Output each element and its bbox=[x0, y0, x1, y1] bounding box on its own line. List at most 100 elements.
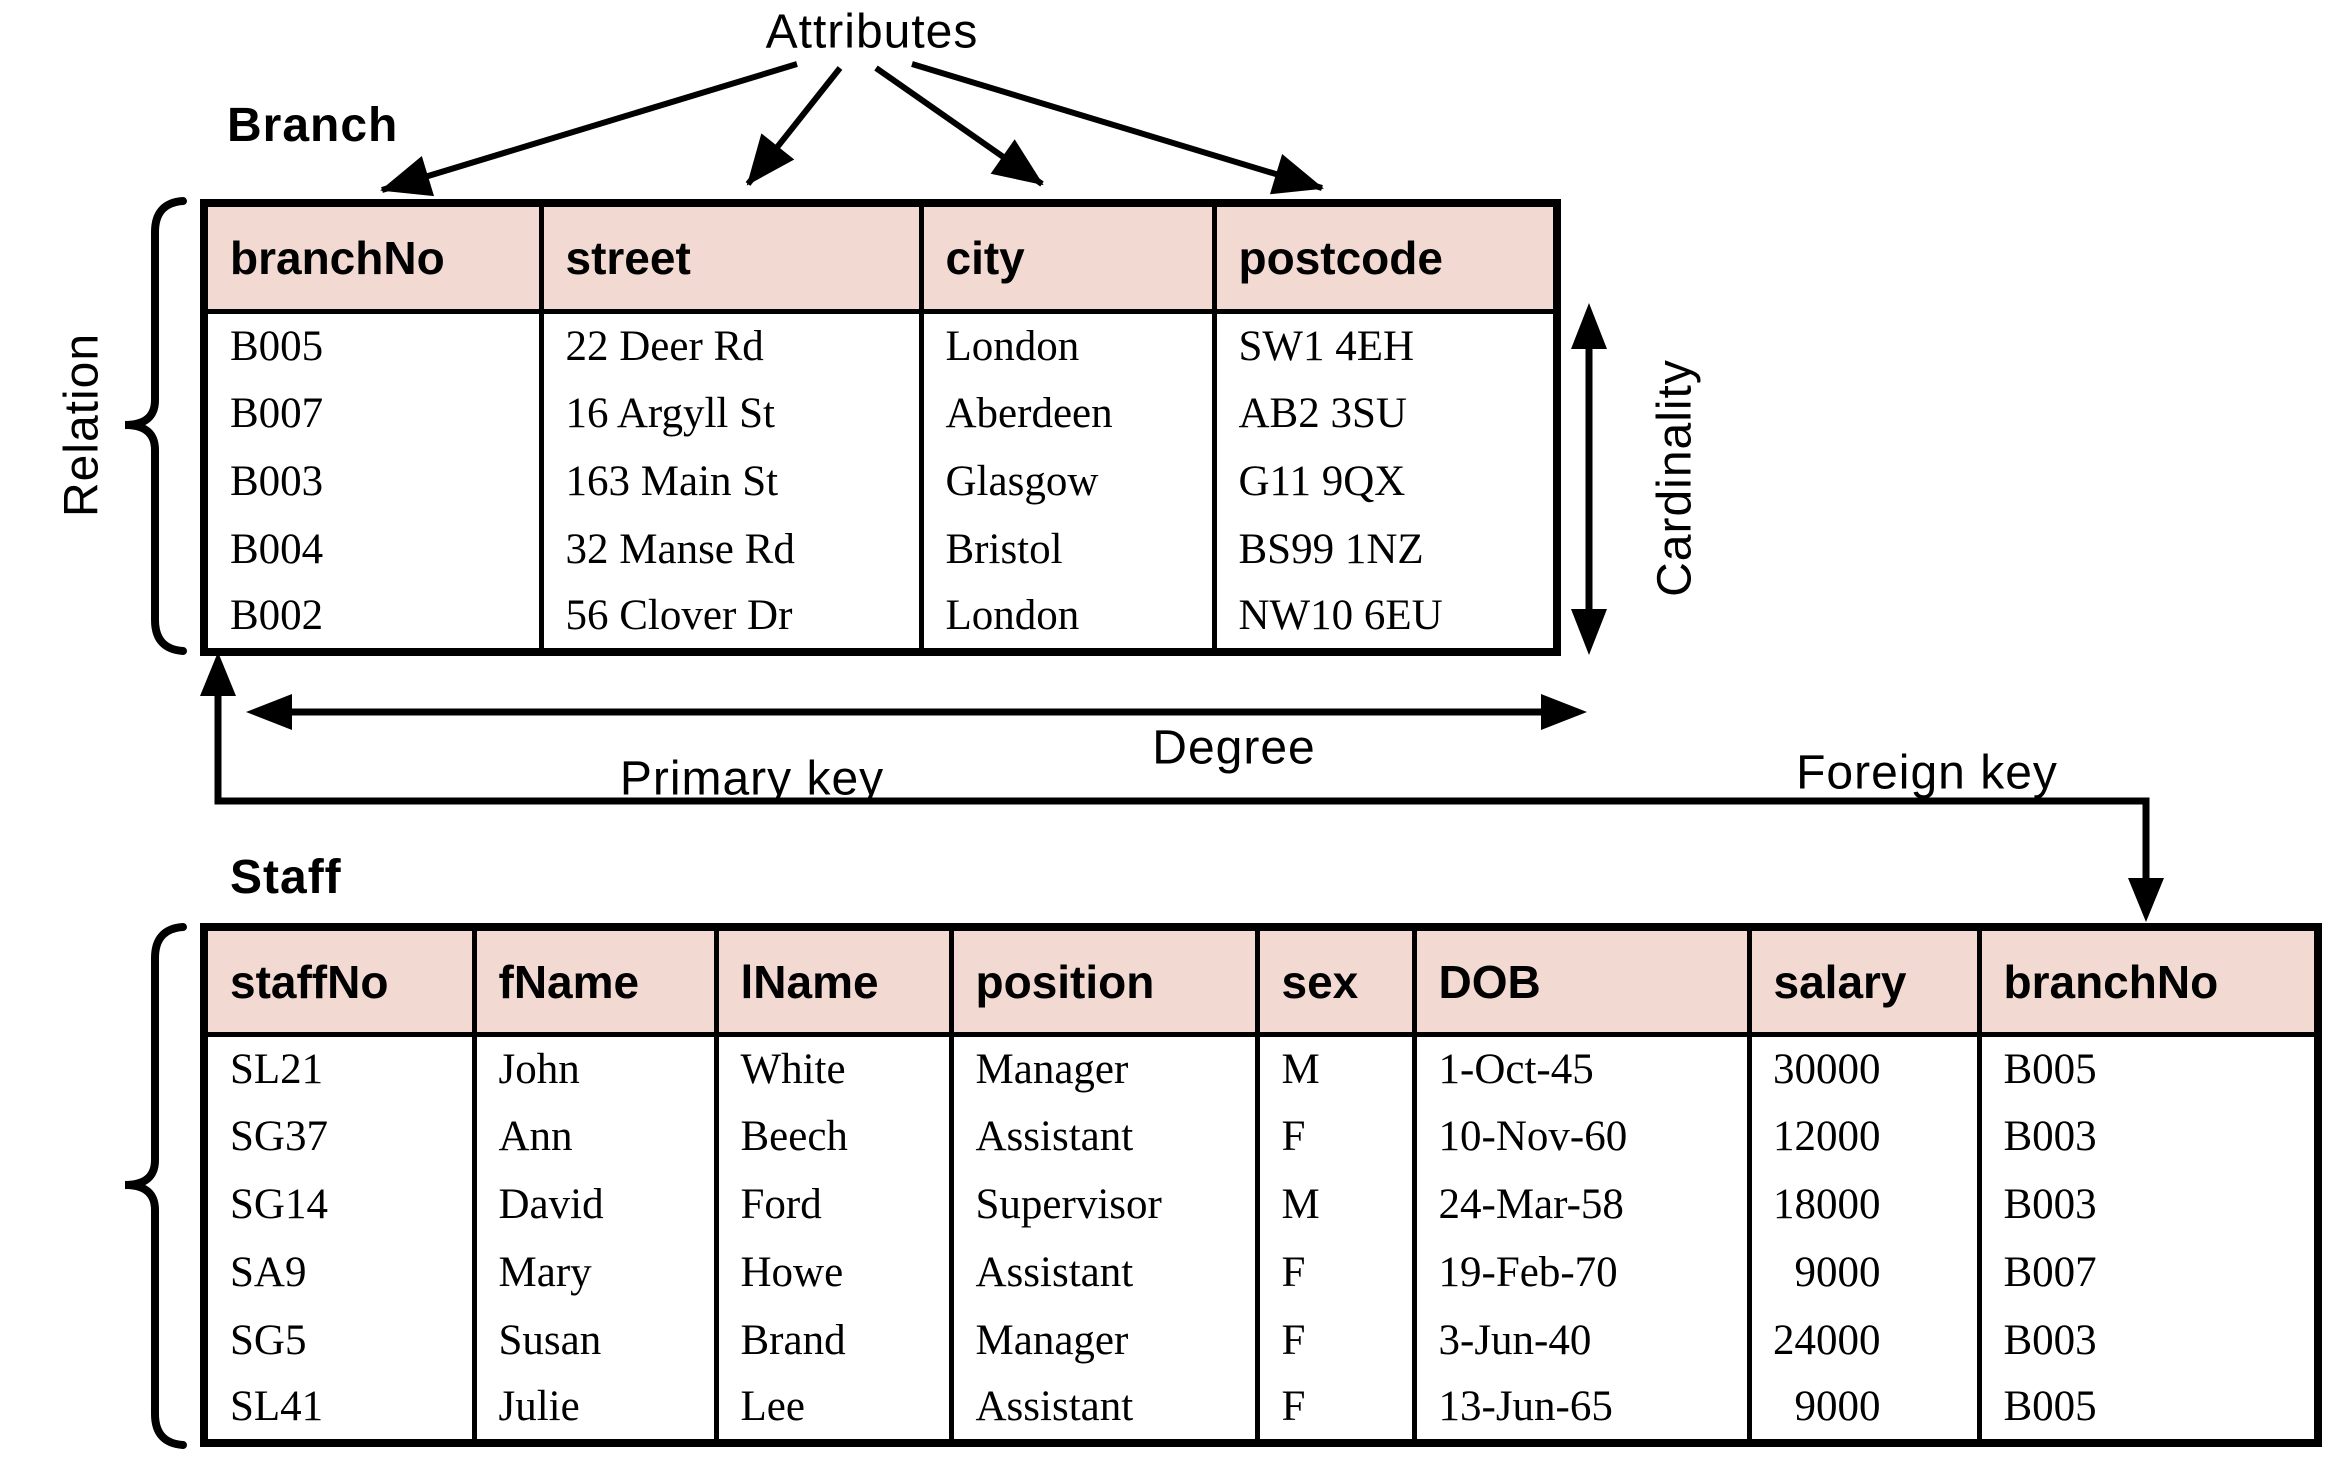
table-cell: 163 Main St bbox=[538, 447, 924, 516]
table-cell: B007 bbox=[1976, 1238, 2321, 1307]
attributes-arrow-city bbox=[874, 65, 1044, 187]
table-cell: SA9 bbox=[201, 1238, 477, 1307]
table-cell: Aberdeen bbox=[918, 379, 1217, 448]
table-cell: B005 bbox=[201, 311, 544, 380]
column-header-branchNo: branchNo bbox=[201, 200, 544, 314]
table-cell: SL41 bbox=[201, 1374, 477, 1443]
table-cell: Howe bbox=[713, 1238, 954, 1307]
table-cell: London bbox=[918, 583, 1217, 652]
attributes-arrow-street bbox=[745, 66, 843, 186]
table-cell: Susan bbox=[471, 1306, 719, 1375]
table-cell: AB2 3SU bbox=[1211, 379, 1560, 448]
table-cell: 9000 bbox=[1746, 1374, 1982, 1443]
table-cell: 18000 bbox=[1746, 1170, 1982, 1239]
primary-key-label: Primary key bbox=[619, 752, 885, 806]
table-cell: 12000 bbox=[1746, 1102, 1982, 1171]
table-cell: B002 bbox=[201, 583, 544, 652]
table-cell: 1-Oct-45 bbox=[1411, 1034, 1752, 1103]
table-cell: BS99 1NZ bbox=[1211, 515, 1560, 584]
column-header-sex: sex bbox=[1254, 924, 1417, 1037]
table-cell: Lee bbox=[713, 1374, 954, 1443]
table-cell: Manager bbox=[948, 1034, 1260, 1103]
table-cell: Glasgow bbox=[918, 447, 1217, 516]
table-cell: B004 bbox=[201, 515, 544, 584]
column-header-staffNo: staffNo bbox=[201, 924, 477, 1037]
table-cell: 19-Feb-70 bbox=[1411, 1238, 1752, 1307]
degree-label: Degree bbox=[1152, 721, 1316, 775]
table-cell: White bbox=[713, 1034, 954, 1103]
table-cell: Beech bbox=[713, 1102, 954, 1171]
table-cell: F bbox=[1254, 1102, 1417, 1171]
table-cell: SL21 bbox=[201, 1034, 477, 1103]
table-cell: Brand bbox=[713, 1306, 954, 1375]
column-header-city: city bbox=[918, 200, 1217, 314]
table-cell: 30000 bbox=[1746, 1034, 1982, 1103]
table-cell: F bbox=[1254, 1238, 1417, 1307]
foreign-key-label: Foreign key bbox=[1796, 746, 2058, 800]
table-cell: 24000 bbox=[1746, 1306, 1982, 1375]
degree-arrow bbox=[246, 694, 1587, 730]
table-cell: F bbox=[1254, 1306, 1417, 1375]
table-cell: Assistant bbox=[948, 1102, 1260, 1171]
column-header-salary: salary bbox=[1746, 924, 1982, 1037]
table-cell: B003 bbox=[1976, 1306, 2321, 1375]
table-cell: Manager bbox=[948, 1306, 1260, 1375]
table-cell: 22 Deer Rd bbox=[538, 311, 924, 380]
table-cell: Mary bbox=[471, 1238, 719, 1307]
table-cell: G11 9QX bbox=[1211, 447, 1560, 516]
table-cell: Julie bbox=[471, 1374, 719, 1443]
table-cell: B003 bbox=[201, 447, 544, 516]
column-header-DOB: DOB bbox=[1411, 924, 1752, 1037]
relation-label-branch: Relation bbox=[55, 332, 109, 518]
cardinality-label: Cardinality bbox=[1648, 359, 1702, 597]
table-cell: Assistant bbox=[948, 1374, 1260, 1443]
column-header-postcode: postcode bbox=[1211, 200, 1560, 314]
table-cell: B003 bbox=[1976, 1102, 2321, 1171]
staff-table-title: Staff bbox=[230, 851, 342, 904]
table-cell: F bbox=[1254, 1374, 1417, 1443]
table-cell: SG37 bbox=[201, 1102, 477, 1171]
table-cell: 10-Nov-60 bbox=[1411, 1102, 1752, 1171]
table-cell: B003 bbox=[1976, 1170, 2321, 1239]
column-header-position: position bbox=[948, 924, 1260, 1037]
table-cell: NW10 6EU bbox=[1211, 583, 1560, 652]
table-cell: 24-Mar-58 bbox=[1411, 1170, 1752, 1239]
table-cell: B005 bbox=[1976, 1374, 2321, 1443]
table-cell: 16 Argyll St bbox=[538, 379, 924, 448]
table-cell: B005 bbox=[1976, 1034, 2321, 1103]
table-cell: Ann bbox=[471, 1102, 719, 1171]
table-cell: Assistant bbox=[948, 1238, 1260, 1307]
cardinality-arrow bbox=[1571, 303, 1607, 655]
attributes-arrow-branchno bbox=[380, 61, 798, 197]
attributes-arrows bbox=[380, 61, 1324, 197]
table-cell: 3-Jun-40 bbox=[1411, 1306, 1752, 1375]
table-cell: John bbox=[471, 1034, 719, 1103]
table-cell: 13-Jun-65 bbox=[1411, 1374, 1752, 1443]
attributes-label: Attributes bbox=[765, 5, 979, 59]
branch-table-title: Branch bbox=[227, 99, 399, 152]
table-cell: SW1 4EH bbox=[1211, 311, 1560, 380]
table-cell: SG14 bbox=[201, 1170, 477, 1239]
column-header-branchNo: branchNo bbox=[1976, 924, 2321, 1037]
column-header-street: street bbox=[538, 200, 924, 314]
table-cell: 56 Clover Dr bbox=[538, 583, 924, 652]
table-cell: B007 bbox=[201, 379, 544, 448]
primary-foreign-key-connector bbox=[200, 652, 2164, 922]
table-cell: Bristol bbox=[918, 515, 1217, 584]
table-cell: Supervisor bbox=[948, 1170, 1260, 1239]
table-cell: M bbox=[1254, 1170, 1417, 1239]
